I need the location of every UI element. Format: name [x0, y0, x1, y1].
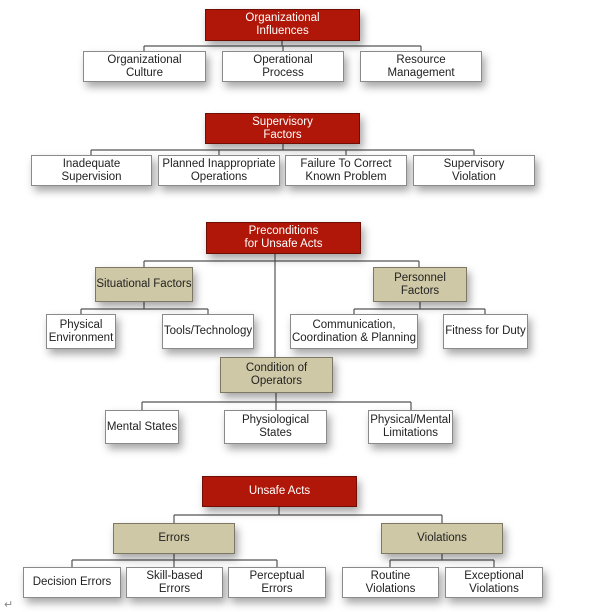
- node-physical-mental-limitations: Physical/Mental Limitations: [368, 410, 453, 444]
- node-organizational-culture: Organizational Culture: [83, 51, 206, 82]
- node-tools-technology: Tools/Technology: [162, 314, 254, 349]
- node-organizational-influences: Organizational Influences: [205, 9, 360, 41]
- node-fitness-for-duty: Fitness for Duty: [443, 314, 528, 349]
- node-operational-process: Operational Process: [222, 51, 344, 82]
- node-situational-factors: Situational Factors: [95, 267, 193, 302]
- node-failure-to-correct: Failure To Correct Known Problem: [285, 155, 407, 186]
- node-inadequate-supervision: Inadequate Supervision: [31, 155, 152, 186]
- node-planned-inappropriate-operations: Planned Inappropriate Operations: [158, 155, 280, 186]
- node-communication-coordination: Communication, Coordination & Planning: [290, 314, 418, 349]
- node-skill-based-errors: Skill-based Errors: [126, 567, 223, 598]
- paragraph-mark: ↵: [4, 599, 14, 611]
- node-physiological-states: Physiological States: [224, 410, 327, 444]
- node-condition-of-operators: Condition of Operators: [220, 357, 333, 393]
- node-unsafe-acts: Unsafe Acts: [202, 476, 357, 507]
- node-preconditions: Preconditions for Unsafe Acts: [206, 222, 361, 254]
- node-supervisory-factors: Supervisory Factors: [205, 113, 360, 144]
- node-routine-violations: Routine Violations: [342, 567, 439, 598]
- node-decision-errors: Decision Errors: [23, 567, 121, 598]
- node-perceptual-errors: Perceptual Errors: [228, 567, 326, 598]
- node-mental-states: Mental States: [105, 410, 179, 444]
- node-resource-management: Resource Management: [360, 51, 482, 82]
- node-exceptional-violations: Exceptional Violations: [445, 567, 543, 598]
- node-violations: Violations: [381, 523, 503, 554]
- node-errors: Errors: [113, 523, 235, 554]
- node-physical-environment: Physical Environment: [46, 314, 116, 349]
- node-supervisory-violation: Supervisory Violation: [413, 155, 535, 186]
- node-personnel-factors: Personnel Factors: [373, 267, 467, 302]
